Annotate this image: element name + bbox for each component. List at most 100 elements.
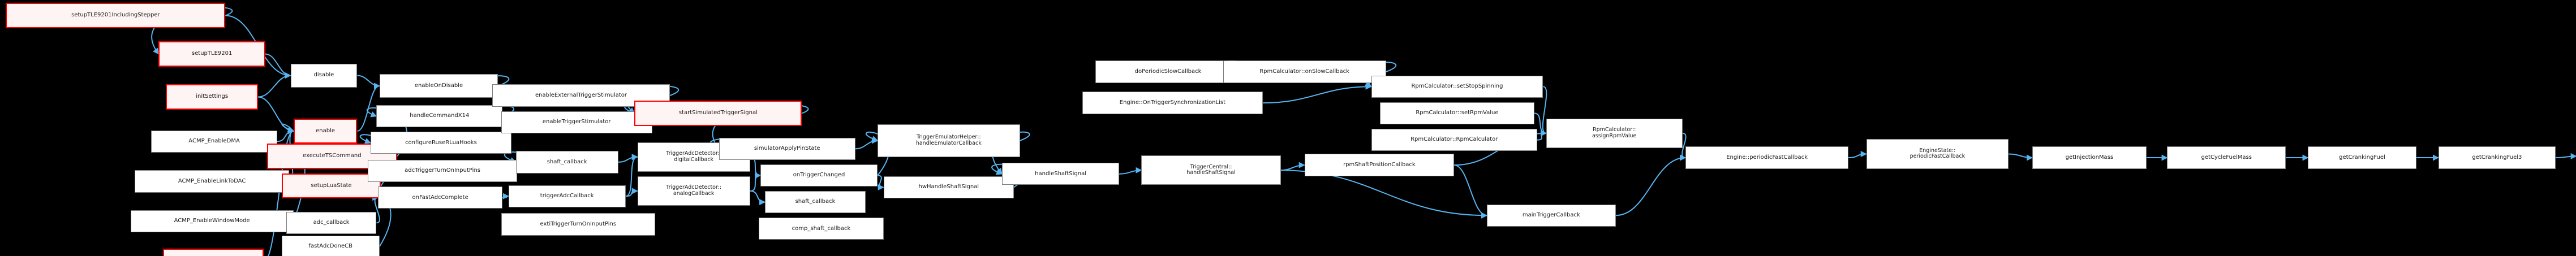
graph-node-label: onTriggerChanged xyxy=(793,172,845,179)
graph-node-label: shaft_callback xyxy=(547,158,587,165)
graph-node[interactable]: ACMP_EnableDMA xyxy=(151,130,277,153)
graph-node[interactable]: simulatorApplyPinState xyxy=(719,137,855,160)
graph-node[interactable]: onFastAdcComplete xyxy=(378,186,503,209)
graph-node[interactable]: comp_shaft_callback xyxy=(759,218,884,240)
graph-node[interactable]: startSimulatedTriggerSignal xyxy=(634,101,802,126)
graph-node[interactable]: doPeriodicSlowCallback xyxy=(1095,60,1241,83)
graph-node[interactable]: enableTriggerStimulator xyxy=(501,111,652,133)
graph-edge xyxy=(1454,164,1487,219)
graph-node-label: getCrankingFuel3 xyxy=(2472,154,2522,160)
graph-node-label: hwHandleShaftSignal xyxy=(918,184,979,190)
graph-node-label: RpmCalculator::setRpmValue xyxy=(1416,110,1499,116)
graph-node-label: setupTLE9201IncludingStepper xyxy=(71,12,160,19)
graph-node-label: Engine::OnTriggerSynchronizationList xyxy=(1119,99,1226,106)
graph-node[interactable]: initSettings xyxy=(166,84,258,110)
graph-node-label: triggerAdcCallback xyxy=(540,192,594,199)
graph-node-label: enable xyxy=(316,127,336,134)
graph-edge xyxy=(1263,83,1372,104)
graph-node[interactable]: shaft_callback xyxy=(764,190,866,214)
graph-node-label: fastAdcDoneCB xyxy=(308,242,352,249)
graph-edge xyxy=(265,53,291,79)
graph-node[interactable]: RpmCalculator::onSlowCallback xyxy=(1223,60,1386,83)
graph-edge xyxy=(750,172,762,192)
graph-node-label: initSettings xyxy=(196,93,229,100)
graph-node[interactable]: Engine::periodicFastCallback xyxy=(1685,146,1849,169)
graph-node[interactable]: triggerAdcCallback xyxy=(508,185,626,207)
graph-node[interactable]: getInjectionMass xyxy=(2032,146,2147,169)
graph-edge xyxy=(1280,170,1487,219)
graph-node-label: RpmCalculator::RpmCalculator xyxy=(1410,136,1498,143)
graph-node[interactable]: setupLuaState xyxy=(281,173,381,199)
graph-node-label: EngineState::periodicFastCallback xyxy=(1910,147,1966,160)
graph-node-label: TriggerEmulatorHelper::handleEmulatorCal… xyxy=(915,134,982,146)
graph-node[interactable]: RpmCalculator::setRpmValue xyxy=(1380,102,1534,125)
graph-node-label: onFastAdcComplete xyxy=(412,194,468,201)
graph-node-label: TriggerAdcDetector::digitalCallback xyxy=(666,150,722,163)
graph-node[interactable]: adc_callback xyxy=(286,211,377,234)
graph-node-label: ACMP_EnableWindowMode xyxy=(174,218,250,224)
graph-node-label: handleShaftSignal xyxy=(1035,170,1087,177)
graph-node-label: getInjectionMass xyxy=(2065,154,2114,160)
graph-node[interactable]: enable xyxy=(293,118,358,144)
graph-edge xyxy=(750,190,766,206)
graph-node[interactable]: RpmCalculator::setStopSpinning xyxy=(1371,75,1543,98)
graph-node[interactable]: TriggerEmulatorHelper::handleEmulatorCal… xyxy=(878,124,1020,157)
graph-edge xyxy=(2009,153,2033,161)
graph-edge xyxy=(1615,154,1687,216)
graph-edge xyxy=(502,193,509,199)
graph-node[interactable]: adcTriggerTurnOnInputPins xyxy=(367,159,518,183)
graph-node-label: doPeriodicSlowCallback xyxy=(1134,68,1202,75)
graph-node[interactable]: getCrankingFuel xyxy=(2308,146,2416,169)
graph-node[interactable]: enableExternalTriggerStimulator xyxy=(492,84,670,107)
graph-node[interactable]: hwHandleShaftSignal xyxy=(883,176,1014,199)
graph-node[interactable]: TriggerCentral::handleShaftSignal xyxy=(1141,155,1281,185)
graph-node-label: enableExternalTriggerStimulator xyxy=(535,92,627,98)
graph-node[interactable]: onTriggerChanged xyxy=(760,164,878,187)
graph-node[interactable]: RpmCalculator::RpmCalculator xyxy=(1371,128,1537,151)
graph-node[interactable]: ACMP_Enable xyxy=(163,249,264,256)
graph-node-label: extiTriggerTurnOnInputPins xyxy=(540,220,617,227)
graph-node[interactable]: disable xyxy=(290,63,358,88)
graph-node[interactable]: ACMP_EnableWindowMode xyxy=(130,210,294,233)
graph-node-label: RpmCalculator::setStopSpinning xyxy=(1411,83,1503,89)
graph-node-label: comp_shaft_callback xyxy=(792,225,851,232)
graph-node-label: enableTriggerStimulator xyxy=(542,118,611,125)
graph-node[interactable]: setupTLE9201IncludingStepper xyxy=(6,3,226,28)
graph-node[interactable]: ACMP_EnableLinkToDAC xyxy=(135,170,289,193)
graph-node[interactable]: handleShaftSignal xyxy=(1002,163,1120,185)
graph-edge xyxy=(1848,150,1867,159)
graph-edge xyxy=(257,96,294,134)
graph-node-label: getCycleFuelMass xyxy=(2201,154,2252,160)
graph-node[interactable]: mainTriggerCallback xyxy=(1486,204,1616,227)
graph-node[interactable]: setupTLE9201 xyxy=(158,41,265,67)
graph-node-label: disable xyxy=(313,72,334,79)
graph-node[interactable]: enableOnDisable xyxy=(379,74,498,98)
graph-node-label: TriggerAdcDetector::analogCallback xyxy=(666,184,722,197)
graph-edge xyxy=(1537,130,1547,141)
graph-node-label: adcTriggerTurnOnInputPins xyxy=(405,167,480,174)
graph-node[interactable]: shaft_callback xyxy=(515,151,618,173)
graph-node[interactable]: RpmCalculator::assignRpmValue xyxy=(1546,118,1683,148)
graph-node-label: ACMP_EnableDMA xyxy=(188,137,240,144)
graph-node-label: mainTriggerCallback xyxy=(1522,211,1580,218)
graph-node[interactable]: Engine::OnTriggerSynchronizationList xyxy=(1082,92,1263,114)
graph-node[interactable]: EngineState::periodicFastCallback xyxy=(1866,139,2009,169)
graph-node[interactable]: getCrankingFuel3 xyxy=(2438,146,2556,169)
graph-node-label: ACMP_EnableLinkToDAC xyxy=(178,177,246,184)
graph-node[interactable]: fastAdcDoneCB xyxy=(281,235,380,256)
graph-node-label: RpmCalculator::assignRpmValue xyxy=(1592,127,1637,139)
graph-node[interactable]: configureRuseRLuaHooks xyxy=(371,132,511,154)
graph-edge xyxy=(2555,153,2576,159)
graph-edge xyxy=(277,128,294,142)
graph-node[interactable]: extiTriggerTurnOnInputPins xyxy=(501,213,656,236)
graph-node[interactable]: getCycleFuelMass xyxy=(2167,146,2286,169)
graph-node-label: simulatorApplyPinState xyxy=(754,145,820,152)
graph-node[interactable]: rpmShaftPositionCallback xyxy=(1304,154,1455,176)
graph-node[interactable]: TriggerAdcDetector::analogCallback xyxy=(637,176,750,206)
graph-node-label: getCrankingFuel xyxy=(2339,154,2385,160)
graph-edge xyxy=(1119,167,1142,175)
graph-edge xyxy=(357,75,380,89)
graph-node[interactable]: handleCommandX14 xyxy=(376,105,503,128)
graph-node-label: TriggerCentral::handleShaftSignal xyxy=(1186,163,1236,176)
